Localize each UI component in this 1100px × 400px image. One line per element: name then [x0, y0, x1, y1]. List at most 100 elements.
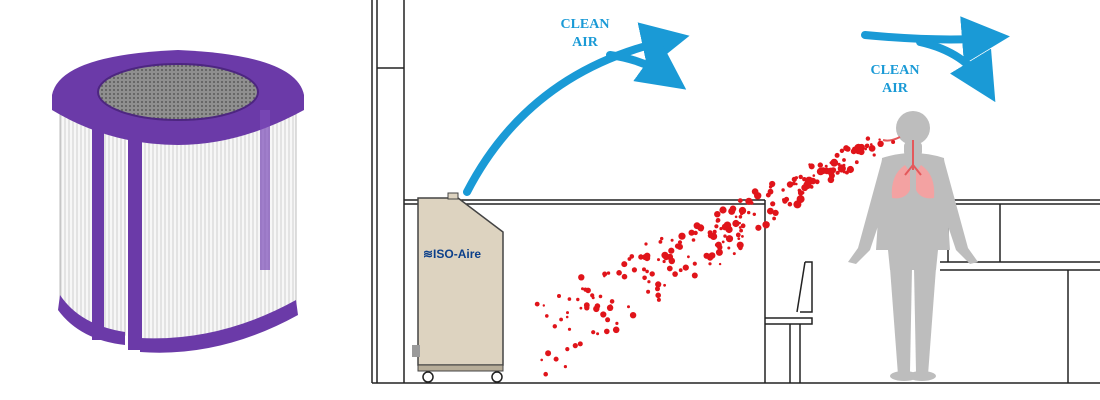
particle-dot: [809, 177, 817, 185]
particle-dot: [817, 162, 823, 168]
clean-air-label-right-2: AIR: [882, 81, 909, 96]
particle-dot: [721, 240, 725, 244]
particle-dot: [842, 163, 846, 167]
particle-dot: [741, 235, 744, 238]
particle-dot: [837, 162, 841, 166]
particle-dot: [567, 297, 572, 301]
particle-dot: [801, 197, 804, 201]
particle-dot: [644, 252, 651, 259]
particle-dot: [745, 197, 753, 205]
particle-dot: [553, 356, 559, 362]
particle-dot: [737, 237, 741, 241]
particle-dot: [668, 257, 676, 265]
particle-dot: [714, 224, 719, 229]
particle-dot: [783, 196, 790, 202]
airborne-particles: [534, 136, 896, 377]
particle-dot: [692, 261, 697, 266]
particle-dot: [737, 198, 743, 204]
particle-dot: [770, 201, 776, 207]
particle-dot: [565, 347, 570, 352]
clean-air-label-left-2: AIR: [572, 35, 599, 50]
particle-dot: [543, 371, 548, 377]
particle-dot: [552, 324, 557, 329]
particle-dot: [693, 222, 701, 230]
particle-dot: [864, 147, 867, 151]
particle-dot: [714, 211, 721, 218]
particle-dot: [740, 212, 744, 216]
particle-dot: [723, 234, 727, 238]
particle-dot: [738, 215, 743, 219]
particle-dot: [615, 321, 619, 325]
particle-dot: [786, 181, 794, 188]
particle-dot: [878, 138, 881, 141]
particle-dot: [727, 246, 731, 250]
particle-dot: [804, 186, 808, 190]
particle-dot: [677, 240, 683, 245]
particle-dot: [655, 292, 661, 299]
particle-dot: [798, 174, 803, 180]
purifier-brand-label: ≋ISO-Aire: [423, 247, 481, 261]
particle-dot: [872, 153, 876, 157]
particle-dot: [809, 185, 814, 189]
particle-dot: [791, 181, 796, 186]
particle-dot: [739, 228, 743, 233]
particle-dot: [629, 312, 637, 319]
particle-dot: [721, 223, 729, 231]
particle-dot: [738, 226, 742, 229]
particle-dot: [642, 267, 646, 272]
particle-dot: [576, 297, 580, 302]
particle-dot: [814, 179, 820, 185]
particle-dot: [646, 289, 651, 294]
particle-dot: [772, 216, 776, 221]
clean-air-label-right-1: CLEAN: [870, 63, 919, 78]
human-lungs-icon: [882, 136, 935, 199]
particle-dot: [688, 229, 695, 236]
particle-dot: [729, 205, 737, 213]
particle-dot: [693, 230, 698, 236]
particle-dot: [629, 254, 635, 259]
particle-dot: [712, 229, 717, 234]
particle-dot: [794, 200, 801, 207]
particle-dot: [583, 287, 588, 292]
particle-dot: [715, 218, 721, 223]
particle-dot: [662, 259, 666, 264]
particle-dot: [824, 164, 828, 168]
particle-dot: [591, 330, 596, 335]
particle-dot: [631, 267, 638, 273]
particle-dot: [772, 209, 779, 216]
particle-dot: [839, 148, 845, 153]
particle-dot: [557, 294, 561, 298]
particle-dot: [678, 268, 683, 273]
particle-dot: [655, 281, 662, 288]
particle-dot: [672, 271, 678, 277]
particle-dot: [577, 341, 583, 347]
particle-dot: [606, 271, 611, 275]
particle-dot: [850, 148, 857, 155]
particle-dot: [621, 261, 628, 268]
particle-dot: [565, 315, 569, 319]
particle-dot: [644, 242, 648, 246]
particle-dot: [803, 177, 807, 180]
particle-dot: [545, 314, 549, 318]
particle-dot: [666, 265, 673, 272]
air-purifier-unit: ≋ISO-Aire: [412, 192, 504, 383]
particle-dot: [734, 215, 738, 219]
particle-dot: [598, 294, 603, 299]
particle-dot: [649, 271, 655, 277]
particle-dot: [715, 241, 722, 248]
particle-dot: [645, 269, 649, 274]
particle-dot: [830, 158, 839, 167]
particle-dot: [735, 232, 741, 238]
particle-dot: [842, 158, 846, 162]
particle-dot: [663, 283, 666, 287]
particle-dot: [678, 232, 686, 240]
particle-dot: [687, 255, 690, 259]
particle-dot: [545, 350, 552, 357]
particle-dot: [891, 140, 896, 144]
particle-dot: [670, 238, 674, 242]
particle-dot: [732, 219, 740, 228]
particle-dot: [559, 317, 563, 322]
particle-dot: [691, 272, 698, 279]
particle-dot: [542, 304, 545, 307]
